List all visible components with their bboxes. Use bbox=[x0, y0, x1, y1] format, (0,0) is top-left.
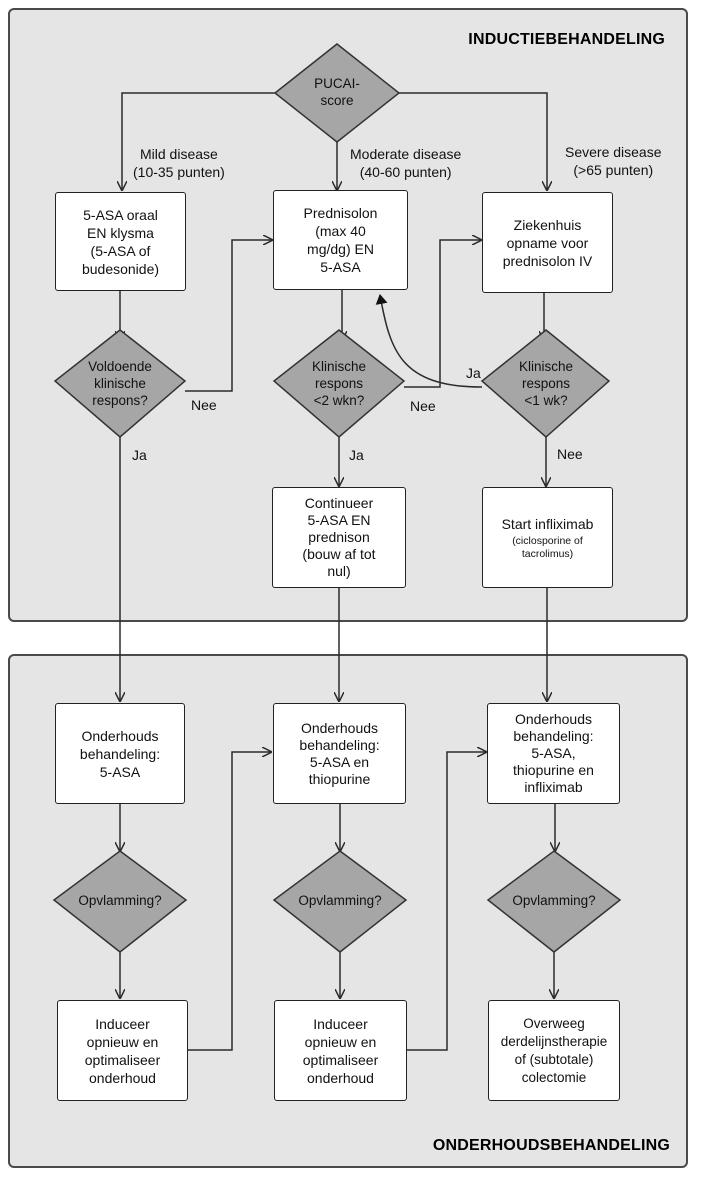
maint-left-box: Onderhouds behandeling: 5-ASA bbox=[55, 703, 185, 804]
decision-flare-mid bbox=[272, 850, 408, 953]
maintenance-title: ONDERHOUDSBEHANDELING bbox=[432, 1137, 670, 1154]
infliximab-box: Start infliximab (ciclosporine of tacrol… bbox=[482, 487, 613, 588]
decision-mid bbox=[272, 329, 406, 438]
flare-left-text: Opvlamming? bbox=[78, 892, 162, 908]
flare-mid-text: Opvlamming? bbox=[298, 892, 382, 908]
severity-severe-label: Severe disease (>65 punten) bbox=[565, 144, 662, 178]
flare-right-text: Opvlamming? bbox=[512, 892, 596, 908]
severity-mild-label: Mild disease (10-35 punten) bbox=[133, 146, 225, 180]
colectomy-box: Overweeg derdelijnstherapie of (subtotal… bbox=[488, 1000, 620, 1101]
colectomy-text: Overweeg derdelijnstherapie of (subtotal… bbox=[500, 1015, 608, 1085]
reinduce-mid-text: Induceer opnieuw en optimaliseer onderho… bbox=[302, 1015, 379, 1086]
decision-right-text: Klinische respons <1 wk? bbox=[518, 358, 574, 408]
infliximab-subtext: (ciclosporine of tacrolimus) bbox=[512, 534, 583, 560]
continue-text: Continueer 5-ASA EN prednison (bouw af t… bbox=[302, 495, 376, 579]
reinduce-mid-box: Induceer opnieuw en optimaliseer onderho… bbox=[274, 1000, 407, 1101]
mild-treatment-box: 5-ASA oraal EN klysma (5-ASA of budesoni… bbox=[55, 192, 186, 291]
maint-right-text: Onderhouds behandeling: 5-ASA, thiopurin… bbox=[513, 711, 594, 795]
mid-yes-label: Ja bbox=[349, 447, 364, 463]
decision-flare-left bbox=[52, 850, 188, 953]
maint-mid-text: Onderhouds behandeling: 5-ASA en thiopur… bbox=[299, 719, 380, 787]
edge-reinduce-mid-to-maint-right bbox=[407, 752, 486, 1051]
maint-right-box: Onderhouds behandeling: 5-ASA, thiopurin… bbox=[487, 703, 620, 804]
decision-left bbox=[53, 329, 187, 438]
decision-mid-text: Klinische respons <2 wkn? bbox=[311, 358, 367, 408]
mid-no-label: Nee bbox=[410, 398, 436, 414]
decision-flare-right bbox=[486, 850, 622, 953]
continue-box: Continueer 5-ASA EN prednison (bouw af t… bbox=[272, 487, 406, 588]
edge-right-yes bbox=[375, 294, 483, 388]
maint-left-text: Onderhouds behandeling: 5-ASA bbox=[79, 727, 161, 780]
edge-mid-no bbox=[404, 240, 481, 388]
edge-reinduce-left-to-maint-mid bbox=[188, 752, 271, 1051]
infliximab-text: Start infliximab bbox=[501, 515, 594, 532]
decision-right bbox=[480, 329, 611, 438]
left-yes-label: Ja bbox=[132, 447, 147, 463]
reinduce-left-text: Induceer opnieuw en optimaliseer onderho… bbox=[84, 1015, 161, 1086]
severe-treatment-text: Ziekenhuis opname voor prednisolon IV bbox=[502, 216, 593, 269]
edge-pucai-mild bbox=[122, 92, 275, 190]
left-no-label: Nee bbox=[191, 397, 217, 413]
induction-title: INDUCTIEBEHANDELING bbox=[468, 31, 665, 48]
decision-left-text: Voldoende klinische respons? bbox=[88, 358, 152, 408]
moderate-treatment-box: Prednisolon (max 40 mg/dg) EN 5-ASA bbox=[273, 190, 408, 290]
edge-left-no bbox=[185, 240, 272, 392]
reinduce-left-box: Induceer opnieuw en optimaliseer onderho… bbox=[57, 1000, 188, 1101]
moderate-treatment-text: Prednisolon (max 40 mg/dg) EN 5-ASA bbox=[303, 205, 378, 275]
pucai-score-text: PUCAI- score bbox=[314, 76, 360, 108]
edge-pucai-severe bbox=[399, 92, 547, 190]
severe-treatment-box: Ziekenhuis opname voor prednisolon IV bbox=[482, 192, 613, 293]
mild-treatment-text: 5-ASA oraal EN klysma (5-ASA of budesoni… bbox=[81, 206, 160, 277]
right-no-label: Nee bbox=[557, 446, 583, 462]
maint-mid-box: Onderhouds behandeling: 5-ASA en thiopur… bbox=[273, 703, 406, 804]
right-yes-label: Ja bbox=[466, 365, 481, 381]
decision-pucai bbox=[273, 43, 401, 143]
severity-moderate-label: Moderate disease (40-60 punten) bbox=[350, 146, 462, 180]
